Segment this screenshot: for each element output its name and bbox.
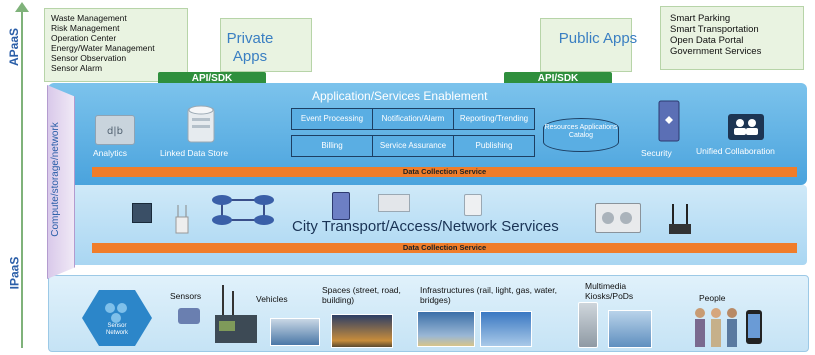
private-apps-list-box: [44, 8, 188, 82]
appliance-icon: [595, 203, 641, 233]
apaas-label: APaaS: [7, 27, 22, 67]
analytics-label: Analytics: [93, 148, 128, 158]
bus-photo: [270, 318, 320, 346]
infrastructures-label: Infrastructures (rail, light, gas, water…: [420, 285, 565, 305]
svg-text:d|b: d|b: [107, 126, 123, 137]
publishing-cell: Publishing: [453, 135, 535, 157]
public-apps-back-box: [540, 18, 632, 72]
sensor-device-icon: [178, 308, 200, 324]
analytics-icon: d|b: [95, 115, 135, 145]
people-photo: [690, 305, 740, 349]
network-routers-icon: [208, 190, 278, 230]
private-api-sdk: API/SDK: [158, 72, 266, 86]
server-icon: [332, 192, 350, 220]
reporting-trending-cell: Reporting/Trending: [453, 108, 535, 130]
database-icon: [186, 104, 216, 146]
ipaas-label: IPaaS: [7, 256, 22, 290]
security-icon: [658, 100, 680, 142]
axis-arrow-icon: [15, 2, 29, 12]
list-item: Smart Parking: [670, 13, 731, 24]
people-label: People: [699, 293, 726, 303]
kiosk-photo: [578, 302, 598, 348]
public-api-sdk: API/SDK: [504, 72, 612, 86]
compute-storage-network-bar: [47, 85, 75, 279]
public-apps-title: Public Apps: [558, 30, 638, 47]
vehicle-photo: [215, 285, 257, 345]
bridge-photo: [480, 311, 532, 347]
list-item: Sensor Alarm: [51, 63, 103, 73]
list-item: Energy/Water Management: [51, 43, 155, 53]
list-item: Open Data Portal: [670, 35, 744, 46]
list-item: Risk Management: [51, 23, 120, 33]
city-night-photo: [331, 314, 393, 348]
access-point-icon: [175, 205, 189, 235]
billing-cell: Billing: [291, 135, 373, 157]
vehicles-label: Vehicles: [256, 294, 288, 304]
sensors-label: Sensors: [170, 291, 202, 301]
notification-alarm-cell: Notification/Alarm: [372, 108, 454, 130]
spaces-text: Spaces (street, road, building): [322, 285, 401, 305]
street-light-photo: [417, 311, 475, 347]
collaboration-icon: [728, 114, 764, 140]
event-processing-cell: Event Processing: [291, 108, 373, 130]
private-apps-title: Private Apps: [226, 30, 274, 65]
linked-data-label: Linked Data Store: [160, 148, 229, 158]
list-item: Operation Center: [51, 33, 117, 43]
security-label: Security: [641, 148, 672, 158]
vertical-axis: [21, 8, 23, 348]
collaboration-label: Unified Collaboration: [696, 146, 775, 156]
city-services-title: City Transport/Access/Network Services: [292, 218, 559, 235]
private-apps-back-box: [220, 18, 312, 72]
sensor-network-icon: [82, 290, 152, 346]
smartphone-icon: [746, 310, 762, 344]
switch-icon: [378, 194, 410, 212]
data-collection-bar-bottom: Data Collection Service: [92, 243, 797, 253]
multimedia-label: Multimedia Kiosks/PoDs: [585, 281, 645, 301]
resources-catalog: Resources Applications Catalog: [543, 118, 619, 152]
private-apps-list: Waste Management Risk Management Operati…: [51, 13, 155, 73]
router-antenna-icon: [668, 204, 692, 236]
list-item: Government Services: [670, 46, 762, 57]
list-item: Waste Management: [51, 13, 127, 23]
gateway-icon: [464, 194, 482, 216]
data-collection-bar-top: Data Collection Service: [92, 167, 797, 177]
service-assurance-cell: Service Assurance: [372, 135, 454, 157]
public-apps-list: Smart Parking Smart Transportation Open …: [670, 13, 761, 57]
compute-label: Compute/storage/network: [49, 122, 61, 237]
list-item: Sensor Observation: [51, 53, 127, 63]
enablement-title: Application/Services Enablement: [312, 89, 488, 103]
infrastructures-text: Infrastructures (rail, light, gas, water…: [420, 285, 557, 305]
spaces-label: Spaces (street, road, building): [322, 285, 404, 305]
sensor-network-label: Sensor Network: [105, 323, 128, 336]
pod-photo: [608, 310, 652, 348]
public-apps-list-box: [660, 6, 804, 70]
multimedia-text: Multimedia Kiosks/PoDs: [585, 281, 634, 301]
device-icon: [132, 203, 152, 223]
list-item: Smart Transportation: [670, 24, 759, 35]
